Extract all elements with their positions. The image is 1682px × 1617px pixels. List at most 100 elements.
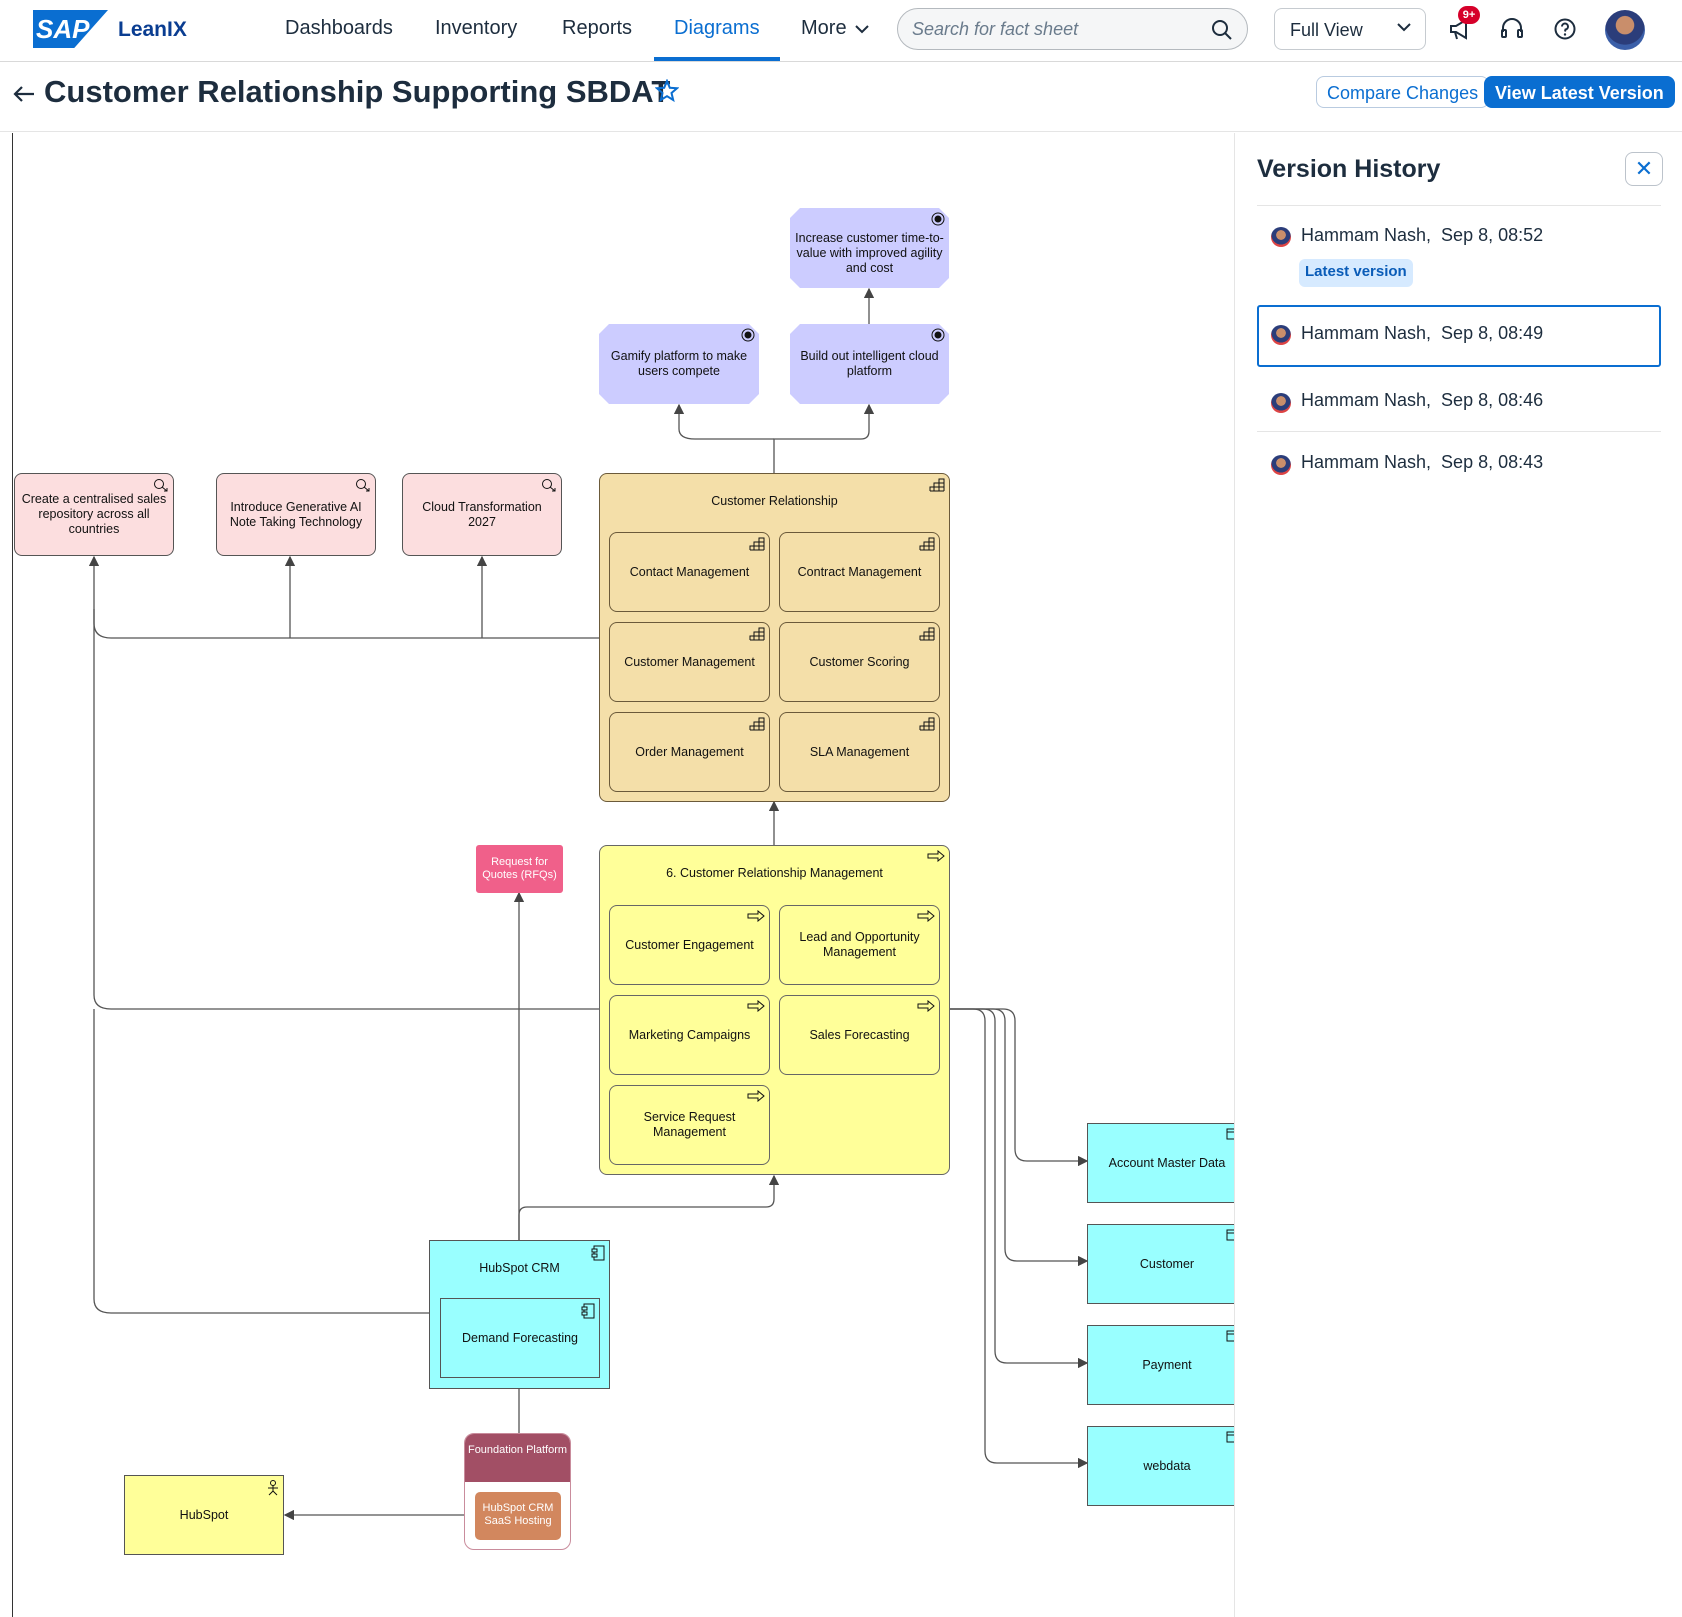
process-group-title: 6. Customer Relationship Management: [666, 866, 883, 880]
version-item-selected[interactable]: Hammam Nash, Sep 8, 08:49: [1257, 305, 1661, 367]
star-favorite-icon[interactable]: [655, 79, 679, 103]
search-input[interactable]: [912, 18, 1202, 40]
objective-customer-time-to-value[interactable]: Increase customer time-to-value with imp…: [790, 208, 949, 288]
nav-more-label: More: [801, 17, 847, 39]
data-object-label: Payment: [1142, 1357, 1192, 1372]
data-object-payment[interactable]: Payment: [1087, 1325, 1234, 1405]
capability-order-management[interactable]: Order Management: [609, 712, 770, 792]
initiative-cloud-transformation[interactable]: Cloud Transformation 2027: [402, 473, 562, 556]
user-avatar[interactable]: [1605, 10, 1645, 50]
capability-label: Contract Management: [797, 564, 922, 579]
author-avatar: [1271, 455, 1291, 475]
data-object-icons: [1226, 1128, 1234, 1443]
close-panel-button[interactable]: ✕: [1625, 152, 1663, 186]
back-arrow-icon[interactable]: [12, 84, 36, 104]
close-icon: ✕: [1634, 156, 1654, 181]
process-sales-forecasting[interactable]: Sales Forecasting: [779, 995, 940, 1075]
objective-label: Increase customer time-to-value with imp…: [795, 230, 944, 275]
objective-label: Build out intelligent cloud platform: [800, 349, 939, 378]
panel-title: Version History: [1257, 155, 1441, 183]
capability-icon: [749, 627, 765, 641]
application-demand-forecasting[interactable]: Demand Forecasting: [440, 1298, 600, 1378]
author-avatar: [1271, 227, 1291, 247]
sap-logo[interactable]: SAP: [33, 10, 108, 48]
process-arrow-icon: [747, 910, 765, 922]
nav-diagrams[interactable]: Diagrams: [674, 17, 760, 39]
data-object-label: Customer: [1139, 1256, 1195, 1271]
compare-changes-button[interactable]: Compare Changes: [1316, 76, 1490, 108]
capability-icon: [919, 627, 935, 641]
initiative-magnifier-icon: [356, 479, 370, 492]
capability-sla-management[interactable]: SLA Management: [779, 712, 940, 792]
capability-label: Customer Management: [624, 654, 755, 669]
version-meta: Hammam Nash, Sep 8, 08:43: [1301, 452, 1544, 472]
nav-dashboards[interactable]: Dashboards: [285, 17, 393, 39]
capability-label: SLA Management: [809, 744, 910, 759]
version-item[interactable]: Hammam Nash, Sep 8, 08:43: [1257, 433, 1661, 491]
search-icon[interactable]: [1211, 19, 1233, 41]
objective-intelligent-cloud[interactable]: Build out intelligent cloud platform: [790, 324, 949, 404]
capability-icon: [929, 478, 945, 492]
data-object-customer[interactable]: Customer: [1087, 1224, 1234, 1304]
leanix-logo-text[interactable]: LeanIX: [118, 18, 187, 41]
diagram-canvas[interactable]: Increase customer time-to-value with imp…: [12, 133, 1234, 1617]
process-arrow-icon: [917, 1000, 935, 1012]
capability-contract-management[interactable]: Contract Management: [779, 532, 940, 612]
nav-reports[interactable]: Reports: [562, 17, 633, 39]
divider: [1257, 431, 1661, 432]
platform-foundation[interactable]: Foundation Platform HubSpot CRM SaaS Hos…: [464, 1433, 571, 1550]
version-history-panel: Version History ✕ Hammam Nash, Sep 8, 08…: [1234, 133, 1682, 1617]
platform-title: Foundation Platform: [465, 1434, 570, 1482]
capability-icon: [919, 537, 935, 551]
application-title: HubSpot CRM: [479, 1261, 560, 1275]
data-object-account-master-data[interactable]: Account Master Data: [1087, 1123, 1234, 1203]
help-icon[interactable]: [1550, 14, 1580, 44]
search-box[interactable]: [897, 8, 1248, 50]
target-icon: [931, 328, 945, 342]
initiative-sales-repository[interactable]: Create a centralised sales repository ac…: [14, 473, 174, 556]
view-selector[interactable]: Full View: [1274, 8, 1426, 50]
process-lead-opportunity[interactable]: Lead and Opportunity Management: [779, 905, 940, 985]
capability-customer-scoring[interactable]: Customer Scoring: [779, 622, 940, 702]
page-header: Customer Relationship Supporting SBDAT C…: [0, 62, 1682, 132]
hosting-hubspot-saas[interactable]: HubSpot CRM SaaS Hosting: [475, 1492, 561, 1540]
data-object-webdata[interactable]: webdata: [1087, 1426, 1234, 1506]
view-latest-version-button[interactable]: View Latest Version: [1484, 76, 1675, 108]
capability-label: Order Management: [635, 744, 744, 759]
capability-icon: [919, 717, 935, 731]
headset-icon[interactable]: [1497, 14, 1527, 44]
chevron-down-icon: [1397, 23, 1411, 32]
capability-contact-management[interactable]: Contact Management: [609, 532, 770, 612]
selected-version-highlight: [1257, 305, 1661, 367]
process-marketing-campaigns[interactable]: Marketing Campaigns: [609, 995, 770, 1075]
initiative-magnifier-icon: [542, 479, 556, 492]
capability-customer-management[interactable]: Customer Management: [609, 622, 770, 702]
process-customer-engagement[interactable]: Customer Engagement: [609, 905, 770, 985]
process-service-request[interactable]: Service Request Management: [609, 1085, 770, 1165]
megaphone-icon[interactable]: [1446, 14, 1476, 44]
capability-group-title: Customer Relationship: [711, 494, 838, 508]
author-avatar: [1271, 325, 1291, 345]
view-selector-value: Full View: [1290, 20, 1363, 40]
nav-inventory[interactable]: Inventory: [435, 17, 518, 39]
initiative-generative-ai[interactable]: Introduce Generative AI Note Taking Tech…: [216, 473, 376, 556]
rfq-node[interactable]: Request for Quotes (RFQs): [476, 845, 563, 893]
capability-label: Contact Management: [629, 564, 750, 579]
version-item[interactable]: Hammam Nash, Sep 8, 08:46: [1257, 373, 1661, 431]
nav-more[interactable]: More: [801, 17, 869, 40]
process-arrow-icon: [917, 910, 935, 922]
capability-label: Customer Scoring: [809, 654, 910, 669]
author-avatar: [1271, 393, 1291, 413]
initiative-magnifier-icon: [154, 479, 168, 492]
process-label: Customer Engagement: [625, 937, 754, 952]
target-icon: [741, 328, 755, 342]
version-item[interactable]: Hammam Nash, Sep 8, 08:52: [1257, 211, 1661, 297]
actor-hubspot[interactable]: HubSpot: [124, 1475, 284, 1555]
page-title: Customer Relationship Supporting SBDAT: [44, 74, 671, 109]
initiative-label: Create a centralised sales repository ac…: [21, 492, 167, 536]
capability-icon: [749, 717, 765, 731]
objective-gamify-platform[interactable]: Gamify platform to make users compete: [599, 324, 759, 404]
process-arrow-icon: [927, 850, 945, 862]
process-arrow-icon: [747, 1090, 765, 1102]
latest-version-tag: Latest version: [1299, 259, 1413, 287]
